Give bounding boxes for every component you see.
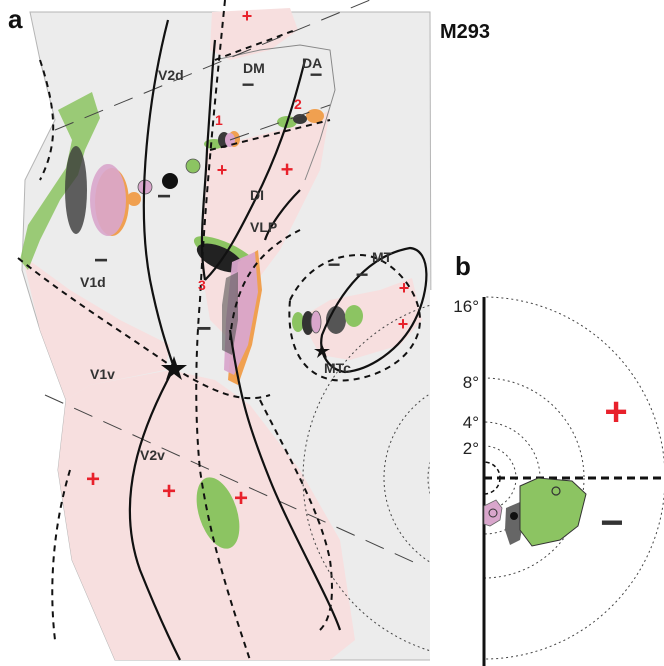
mt-pink — [310, 310, 322, 334]
area-label-dm: DM — [243, 60, 265, 76]
meridian-line-dorsal — [229, 104, 331, 141]
plus-marker: + — [398, 314, 409, 334]
meridian-line-lower — [44, 394, 421, 566]
upper-field-markers: + + + + + + + + — [86, 6, 409, 512]
rf-center-dark — [510, 512, 518, 520]
dorsal-horizontal-dashed — [209, 119, 331, 151]
panel-b: b 16° 8° 4° 2° + − — [302, 251, 664, 666]
rf-center-pink — [488, 508, 498, 518]
minus-marker: − — [242, 72, 255, 97]
minus-marker: − — [94, 247, 108, 274]
rf-center-green — [551, 486, 561, 496]
v1-v2-border-ventral — [128, 367, 181, 661]
plus-marker: + — [242, 6, 253, 26]
lower-field-minus: − — [600, 501, 623, 545]
area-label-vlp: VLP — [250, 219, 277, 235]
ecc-tick-16: 16° — [453, 297, 479, 316]
site3-dark — [196, 243, 244, 273]
star-v1-v2-junction — [161, 356, 187, 380]
panel-b-label: b — [455, 251, 471, 281]
minus-marker: − — [356, 262, 369, 287]
v2-outer-border-dorsal — [200, 39, 217, 281]
v2v-outer-dashed — [259, 399, 333, 631]
mt-dark-1 — [302, 311, 314, 335]
upper-field-region-dorsal-top — [210, 8, 298, 60]
lower-field-markers: − − − − − − − — [94, 62, 368, 343]
v2-border-mid — [228, 329, 342, 631]
site-number-1: 1 — [215, 112, 223, 128]
ecc-tick-8: 8° — [463, 373, 479, 392]
area-label-v2d: V2d — [158, 67, 184, 83]
v1-border-dashed — [39, 59, 55, 181]
minus-marker: − — [328, 252, 341, 277]
dorsal-area-border — [204, 59, 307, 281]
dm-da-outline — [214, 44, 336, 181]
specimen-label: M293 — [440, 21, 490, 43]
area-label-v2v: V2v — [140, 447, 165, 463]
panel-a: a M293 V2d DM DA DI VLP V1d V1v V2v MT M… — [8, 0, 490, 661]
v2v-green-field — [196, 477, 240, 549]
upper-field-plus: + — [604, 390, 627, 434]
site-number-2: 2 — [294, 96, 302, 112]
star-mtc — [314, 344, 330, 358]
plus-marker: + — [399, 278, 410, 298]
dot-green — [185, 158, 201, 174]
site-number-3: 3 — [198, 277, 206, 293]
panel-b-left-mask — [430, 290, 484, 666]
receptive-field-dark — [505, 502, 524, 545]
plus-marker: + — [234, 485, 248, 512]
v1v-border-ext — [173, 367, 271, 400]
mt-green-2 — [345, 305, 363, 327]
plus-marker: + — [86, 466, 100, 493]
receptive-field-green — [519, 477, 587, 547]
dot-orange — [127, 192, 141, 206]
mt-outer-dashed — [288, 253, 422, 382]
dot-black — [162, 173, 178, 189]
dl-vlp-dashed — [229, 229, 301, 341]
minus-marker: − — [310, 62, 323, 87]
v1-v1v-border — [17, 257, 175, 369]
site2-orange — [306, 109, 324, 123]
dl-border — [263, 189, 301, 241]
area-label-da: DA — [302, 55, 322, 71]
area-label-mtc: MTc — [324, 360, 351, 376]
ecc-tick-4: 4° — [463, 413, 479, 432]
plus-marker: + — [217, 160, 228, 180]
v1-green-field — [20, 92, 100, 270]
minus-marker: − — [196, 313, 211, 343]
mt-outline — [320, 246, 428, 374]
area-label-v1d: V1d — [80, 274, 106, 290]
v1-pink-field — [90, 164, 126, 236]
left-edge-dashed — [51, 469, 71, 641]
plus-marker: + — [162, 478, 176, 505]
plus-marker: + — [281, 157, 294, 182]
minus-marker: − — [157, 183, 171, 210]
dm-upper-dashed — [214, 29, 296, 61]
area-label-v1v: V1v — [90, 366, 115, 382]
site3-dark-strip — [222, 272, 238, 355]
v1-dark-field — [65, 146, 87, 234]
ecc-tick-2: 2° — [463, 439, 479, 458]
area-label-mt: MT — [372, 249, 393, 265]
mt-green-1 — [292, 312, 304, 332]
panel-a-label: a — [8, 4, 23, 34]
upper-field-region-left — [22, 255, 170, 400]
receptive-field-pink — [483, 499, 503, 527]
v1-v2-border-dorsal — [142, 19, 176, 369]
area-label-di: DI — [250, 187, 264, 203]
